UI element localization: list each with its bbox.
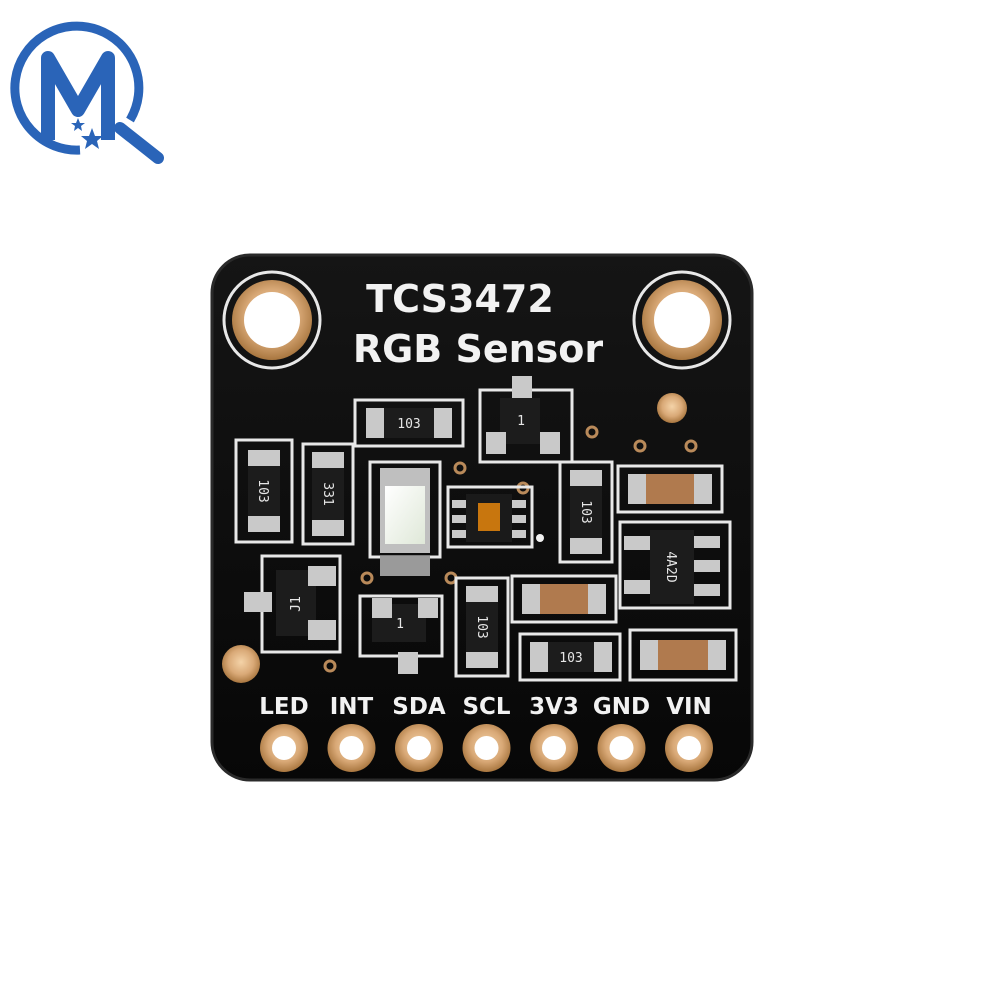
pin-label-gnd: GND xyxy=(593,694,650,720)
white-led xyxy=(368,460,442,576)
resistor-marking: 331 xyxy=(320,482,335,505)
resistor-marking: 103 xyxy=(559,651,582,666)
pcb-board: TCS3472 RGB Sensor 103 xyxy=(210,253,754,782)
pin-label-vin: VIN xyxy=(666,694,712,720)
pin-label-sda: SDA xyxy=(392,694,446,720)
resistor-left: 103 xyxy=(234,438,294,544)
pcb-edge xyxy=(210,253,754,782)
pin-hole xyxy=(272,736,296,760)
logo-q-tail xyxy=(114,122,164,164)
star-icon xyxy=(81,128,103,149)
resistor-marking: 103 xyxy=(255,479,270,502)
resistor-bottom-mid: 103 xyxy=(518,632,622,682)
pin-hole xyxy=(677,736,701,760)
transistor-top: 1 xyxy=(478,376,574,464)
test-pad xyxy=(222,645,260,683)
transistor-left: J1 xyxy=(244,554,342,654)
pin-label-3v3: 3V3 xyxy=(529,694,579,720)
resistor-mid-right: 103 xyxy=(558,460,614,564)
transistor-marking: 1 xyxy=(396,617,404,632)
star-icon xyxy=(71,118,85,131)
resistor-marking: 103 xyxy=(474,615,489,638)
transistor-bottom: 1 xyxy=(358,594,444,674)
logo-ring xyxy=(10,21,144,155)
transistor-marking: 1 xyxy=(517,414,525,429)
pin-header: LED INT SDA SCL 3V3 GND VIN xyxy=(259,694,713,772)
capacitor-bottom-right xyxy=(628,628,738,682)
pin-hole xyxy=(407,736,431,760)
brand-logo xyxy=(10,21,164,164)
resistor-marking: 103 xyxy=(397,417,420,432)
color-sensor-chip xyxy=(446,485,544,549)
pin-label-led: LED xyxy=(259,694,308,720)
pin-hole xyxy=(542,736,566,760)
test-pad xyxy=(657,393,687,423)
resistor-bottom-left: 103 xyxy=(454,576,510,678)
transistor-marking: J1 xyxy=(289,596,304,612)
resistor-331: 331 xyxy=(301,442,355,546)
capacitor-mid xyxy=(510,574,618,624)
pin-hole xyxy=(339,736,364,760)
ic-marking: 4A2D xyxy=(663,551,678,582)
resistor-top: 103 xyxy=(353,398,465,448)
mounting-hole-left xyxy=(222,270,322,370)
pin-hole xyxy=(474,736,499,760)
board-subtitle: RGB Sensor xyxy=(353,327,604,371)
logo-m-shape xyxy=(41,51,115,140)
board-title: TCS3472 xyxy=(366,277,554,321)
mounting-hole-right xyxy=(632,270,732,370)
resistor-marking: 103 xyxy=(578,500,593,523)
pin-hole xyxy=(609,736,634,760)
capacitor-top-right xyxy=(616,464,724,514)
regulator-ic: 4A2D xyxy=(618,520,732,610)
pin-label-int: INT xyxy=(330,694,374,720)
pin-label-scl: SCL xyxy=(462,694,510,720)
